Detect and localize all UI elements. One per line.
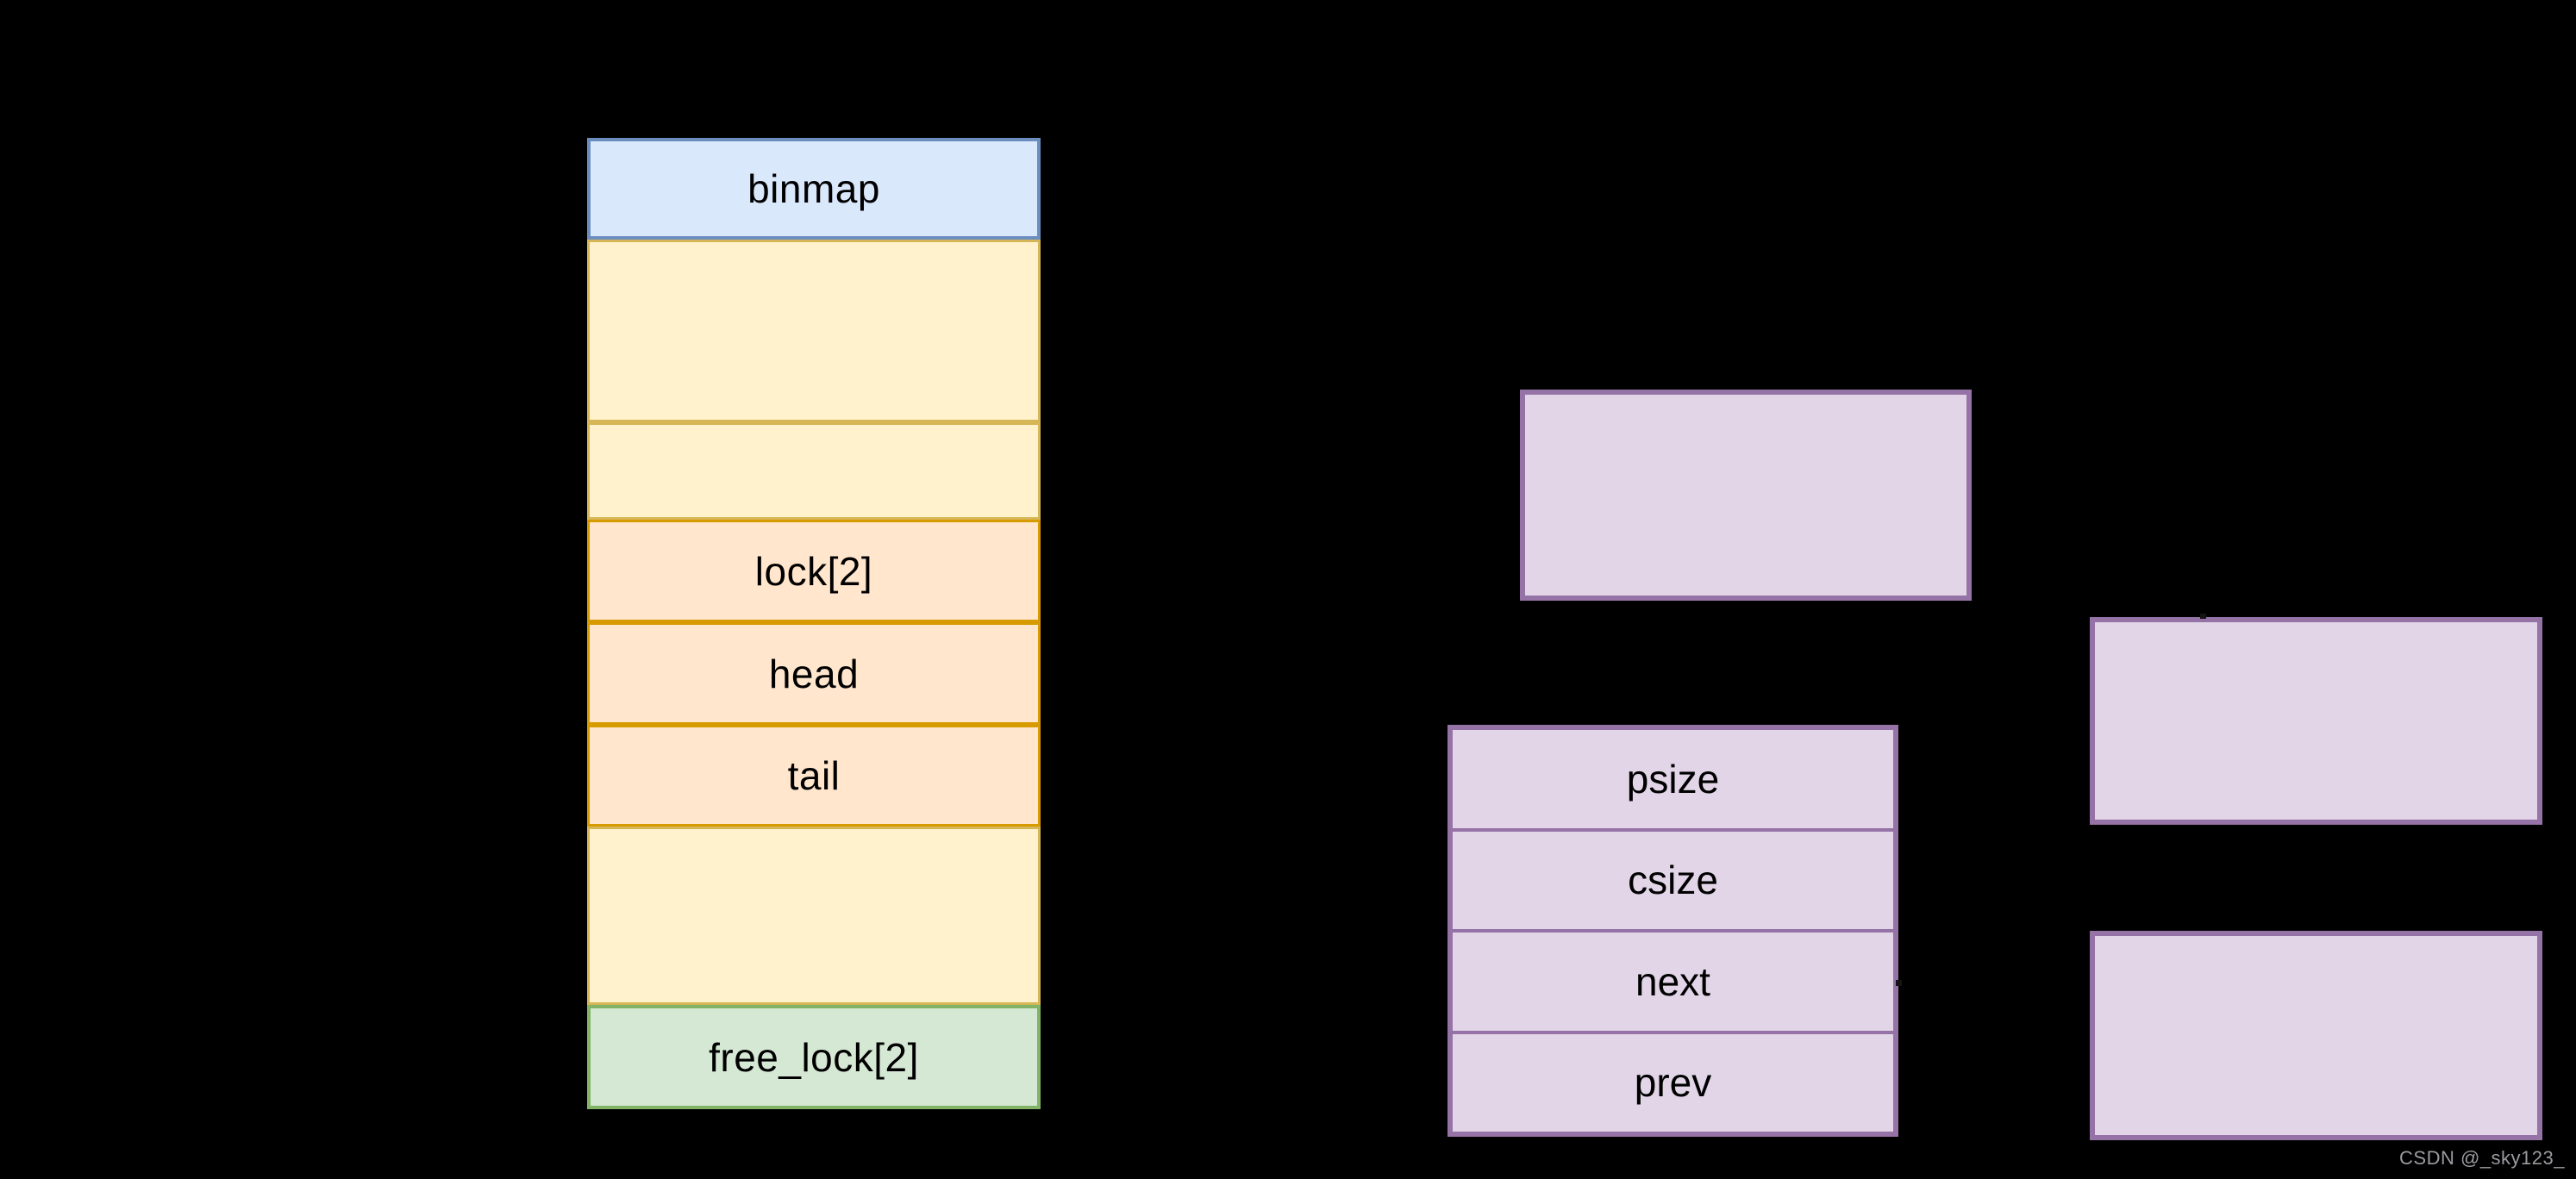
arrow-remnant-tick xyxy=(1896,980,1902,986)
mal-row-binmap: binmap xyxy=(587,138,1041,240)
mal-struct-table: binmap lock[2] head tail free_lock[2] xyxy=(587,138,1041,1109)
mal-row-empty-2 xyxy=(587,422,1041,520)
empty-chunk-box-right-bottom xyxy=(2090,931,2542,1140)
arrow-remnant-tick xyxy=(2200,614,2206,619)
mal-row-empty-1 xyxy=(587,240,1041,422)
mal-row-lock: lock[2] xyxy=(587,520,1041,622)
mal-row-tail: tail xyxy=(587,725,1041,827)
empty-chunk-box-top xyxy=(1520,390,1972,601)
chunk-row-psize: psize xyxy=(1453,730,1893,832)
mal-row-empty-3 xyxy=(587,827,1041,1005)
chunk-struct-table: psize csize next prev xyxy=(1447,725,1898,1137)
empty-chunk-box-right-top xyxy=(2090,617,2542,825)
chunk-row-csize: csize xyxy=(1453,832,1893,933)
csdn-watermark: CSDN @_sky123_ xyxy=(2399,1147,2565,1169)
mal-row-head: head xyxy=(587,622,1041,725)
mal-row-free-lock: free_lock[2] xyxy=(587,1005,1041,1109)
chunk-row-next: next xyxy=(1453,933,1893,1034)
chunk-row-prev: prev xyxy=(1634,1060,1712,1106)
